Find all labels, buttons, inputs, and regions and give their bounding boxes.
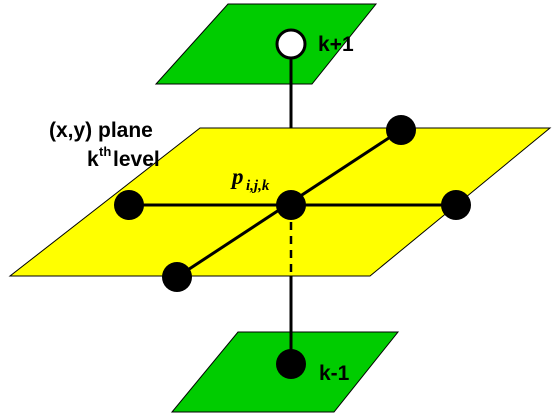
svg-text:p: p	[230, 164, 244, 189]
svg-text:k: k	[87, 148, 99, 171]
label-kth-level: k th level	[87, 144, 160, 171]
svg-text:th: th	[99, 144, 111, 159]
label-xy-plane: (x,y) plane	[49, 119, 153, 142]
node-center	[276, 190, 306, 220]
label-point-pijk: p i,j,k	[230, 164, 270, 194]
plane-k-plus-1	[154, 3, 378, 85]
label-k-minus-1: k-1	[319, 362, 350, 385]
node-k-minus-1	[276, 349, 306, 379]
node-right	[441, 190, 471, 220]
svg-text:level: level	[113, 148, 160, 171]
node-front	[162, 262, 192, 292]
node-left	[114, 190, 144, 220]
node-back	[386, 115, 416, 145]
svg-text:i,j,k: i,j,k	[246, 178, 270, 194]
node-k-plus-1	[275, 28, 307, 60]
label-k-plus-1: k+1	[318, 33, 354, 56]
